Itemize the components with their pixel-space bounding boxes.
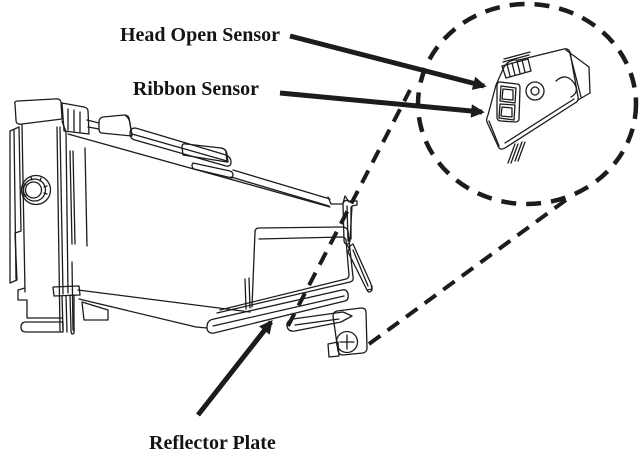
mount-screw <box>335 330 359 354</box>
sensor-window-frame <box>496 81 521 123</box>
reflector-plate-label: Reflector Plate <box>149 432 276 454</box>
sensor-mount-bracket <box>332 307 368 356</box>
sensor-mount-bracket-drawing <box>286 307 368 358</box>
head-open-sensor-arrow <box>289 33 487 90</box>
magnifier-circle <box>415 1 639 207</box>
ribbon-sensor-arrow <box>279 90 485 118</box>
head-open-sensor-label: Head Open Sensor <box>120 24 280 46</box>
printhead-assembly-drawing <box>9 98 373 335</box>
top-rail <box>67 114 331 208</box>
head-open-sensor-window <box>499 85 517 104</box>
bottom-lip <box>195 289 349 334</box>
sensor-flange <box>555 49 591 101</box>
sensor-detail-drawing <box>486 48 591 164</box>
ribbon-sensor-label: Ribbon Sensor <box>133 78 259 100</box>
magnifier-leader-line-2 <box>367 195 572 346</box>
sensor-plate <box>486 48 579 150</box>
top-cap <box>14 98 63 125</box>
sensor-pins <box>507 141 526 164</box>
magnifier-leader-line-1 <box>286 89 412 327</box>
reflector-plate-arrow <box>196 319 273 417</box>
sensor-connector <box>501 51 532 79</box>
printhead-window <box>216 226 354 314</box>
sensor-screw-hole <box>525 81 545 101</box>
thumb-screw-knob <box>20 174 52 206</box>
ribbon-sensor-window <box>498 103 516 121</box>
